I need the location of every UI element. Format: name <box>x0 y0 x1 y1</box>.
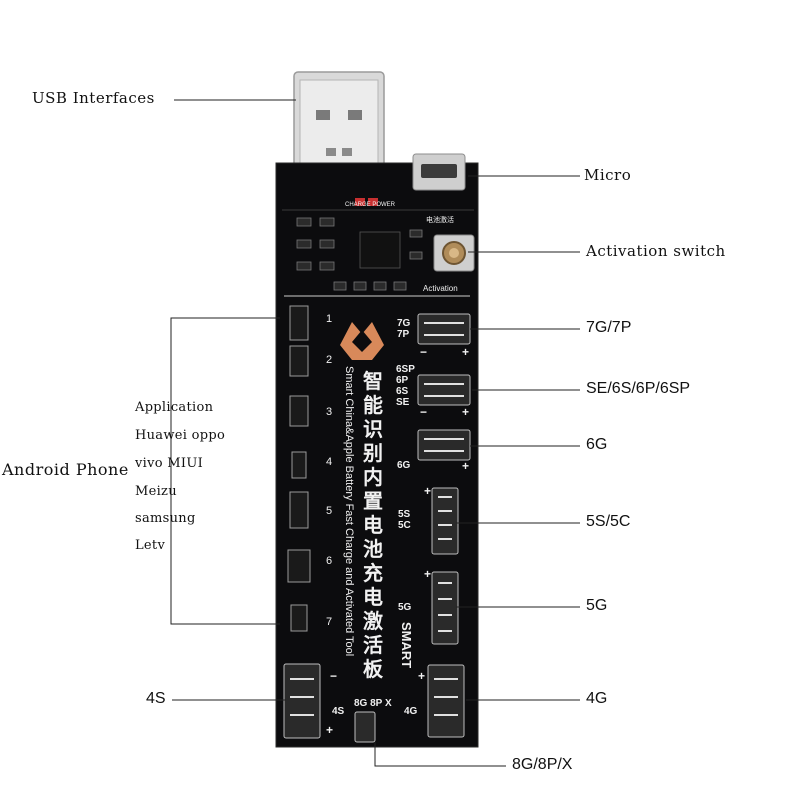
charge-power-label: CHARGE POWER <box>345 202 396 208</box>
svg-text:识: 识 <box>363 418 383 441</box>
label-6g: 6G <box>586 436 608 453</box>
micro-usb-port <box>412 153 466 191</box>
svg-text:置: 置 <box>363 490 383 513</box>
connector-pins <box>290 322 464 716</box>
svg-text:−: − <box>420 345 427 359</box>
port-number: 3 <box>326 406 332 418</box>
iphone-connectors <box>283 313 471 743</box>
label-4s: 4S <box>146 690 166 707</box>
svg-text:4G: 4G <box>404 706 418 717</box>
leader-lines <box>170 99 580 767</box>
port-number: 7 <box>326 616 332 628</box>
svg-text:−: − <box>420 405 427 419</box>
svg-text:+: + <box>462 459 469 473</box>
svg-text:7P: 7P <box>397 329 410 340</box>
svg-text:5S: 5S <box>398 509 411 520</box>
svg-text:板: 板 <box>363 657 384 681</box>
port-number: 5 <box>326 505 332 517</box>
svg-text:+: + <box>424 567 431 581</box>
svg-text:−: − <box>330 669 337 683</box>
port-number: 2 <box>326 354 332 366</box>
svg-text:池: 池 <box>363 538 383 561</box>
micro-label: Micro <box>584 166 632 184</box>
usb-interfaces-label: USB Interfaces <box>32 89 155 107</box>
activation-switch <box>433 234 475 272</box>
english-title: Smart China&Apple Battery Fast Charge an… <box>343 366 355 656</box>
svg-text:+: + <box>418 669 425 683</box>
app-list-item: Huawei oppo <box>135 428 226 443</box>
svg-text:电: 电 <box>363 586 383 609</box>
app-list-item: Letv <box>135 538 166 553</box>
label-5s-5c: 5S/5C <box>586 513 631 530</box>
svg-text:5G: 5G <box>398 602 412 613</box>
svg-text:能: 能 <box>363 393 383 417</box>
svg-text:活: 活 <box>363 634 383 657</box>
port-number: 1 <box>326 313 332 325</box>
android-phone-label: Android Phone <box>2 460 129 479</box>
svg-text:别: 别 <box>362 442 383 465</box>
svg-text:电: 电 <box>363 514 383 537</box>
port-labels: 7G 7P 6SP 6P 6S SE 6G 5S 5C 5G 4G 4S 8G … <box>332 318 418 717</box>
label-8g-8p-x: 8G/8P/X <box>512 756 573 773</box>
android-port-numbers: 1 2 3 4 5 6 7 <box>326 313 332 628</box>
svg-text:+: + <box>462 405 469 419</box>
activation-cn-label: 电池激活 <box>426 215 454 224</box>
activation-en-label: Activation <box>423 284 458 293</box>
polarity-marks: + − + − + + + + − + <box>326 345 469 737</box>
app-list-item: Meizu <box>135 484 177 499</box>
label-7g-7p: 7G/7P <box>586 319 632 336</box>
app-list-item: Application <box>135 400 214 415</box>
svg-text:6SP: 6SP <box>396 364 415 375</box>
upper-components <box>296 198 423 291</box>
svg-text:6S: 6S <box>396 386 409 397</box>
svg-text:内: 内 <box>363 465 383 489</box>
port-number: 4 <box>326 456 332 468</box>
svg-text:7G: 7G <box>397 318 411 329</box>
svg-text:SE: SE <box>396 397 410 408</box>
brand-logo <box>340 322 384 360</box>
svg-text:+: + <box>462 345 469 359</box>
port-number: 6 <box>326 555 332 567</box>
svg-text:充: 充 <box>363 561 383 585</box>
svg-text:+: + <box>424 484 431 498</box>
svg-text:6G: 6G <box>397 460 411 471</box>
app-list-item: samsung <box>135 511 196 526</box>
smart-label: SMART <box>399 622 414 668</box>
label-se-6s-6p-6sp: SE/6S/6P/6SP <box>586 380 691 397</box>
label-5g: 5G <box>586 597 608 614</box>
android-connectors <box>287 305 311 632</box>
svg-text:激: 激 <box>363 609 383 633</box>
svg-text:智: 智 <box>363 369 383 393</box>
svg-text:6P: 6P <box>396 375 409 386</box>
svg-text:4S: 4S <box>332 706 345 717</box>
activation-switch-label: Activation switch <box>586 242 726 260</box>
svg-text:8G 8P X: 8G 8P X <box>354 698 392 709</box>
app-list-item: vivo MIUI <box>135 456 204 471</box>
svg-text:5C: 5C <box>398 520 411 531</box>
label-4g: 4G <box>586 690 608 707</box>
chinese-title: 智 能 识 别 内 置 电 池 充 电 激 活 板 <box>362 369 384 681</box>
svg-text:+: + <box>326 723 333 737</box>
